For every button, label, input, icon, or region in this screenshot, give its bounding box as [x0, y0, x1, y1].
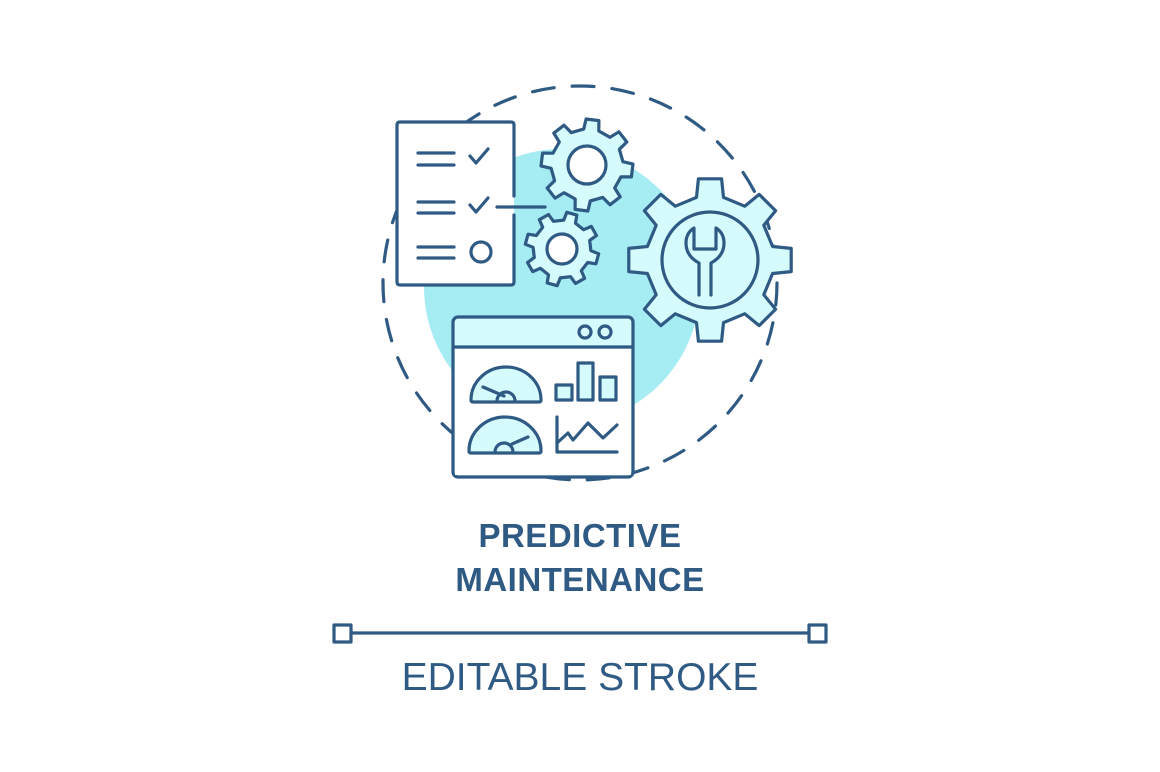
subtitle: EDITABLE STROKE [401, 656, 759, 699]
dashboard-window-icon [451, 315, 635, 479]
dashed-circle [381, 84, 779, 482]
title-line-2: MAINTENANCE [455, 561, 705, 598]
title-line-1: PREDICTIVE [478, 517, 682, 554]
wrench-gear-icon [627, 177, 793, 343]
checklist-document-icon [395, 120, 547, 287]
editable-stroke-line [332, 623, 828, 644]
